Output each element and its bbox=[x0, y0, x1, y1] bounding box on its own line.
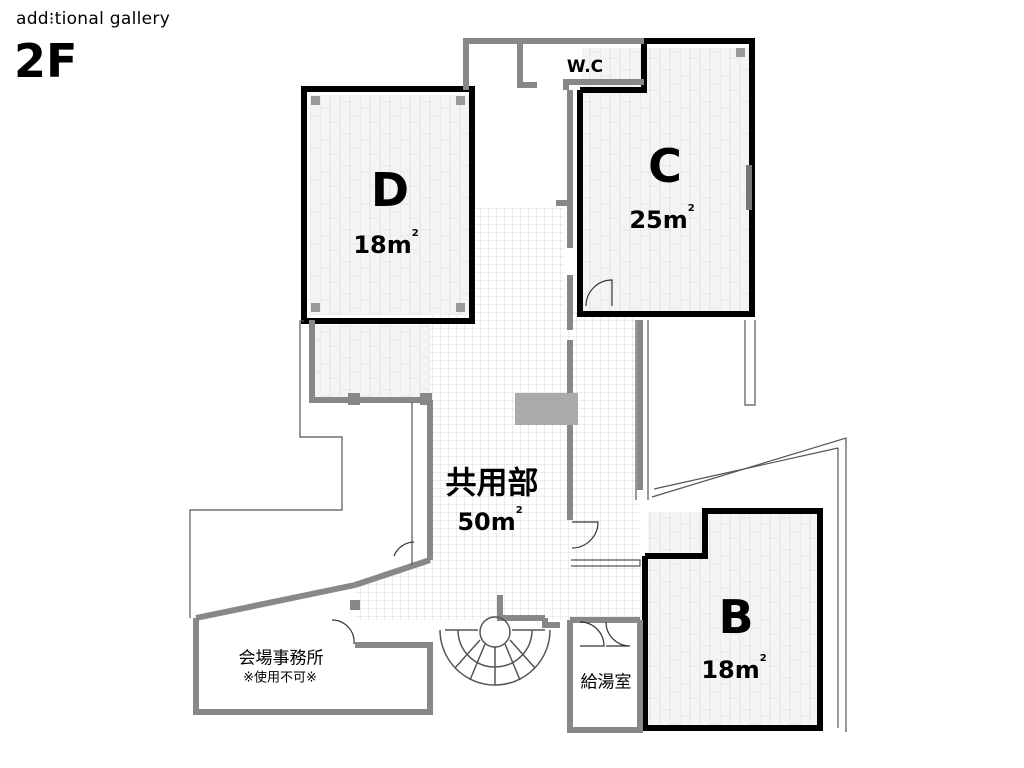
pillar bbox=[736, 48, 745, 57]
office-note: ※使用不可※ bbox=[243, 670, 317, 686]
area-unit-sup: 2 bbox=[411, 228, 419, 239]
room-d-floor bbox=[310, 95, 470, 315]
room-b-floor bbox=[648, 512, 818, 726]
room-b-walls bbox=[642, 508, 823, 731]
lobby-floor bbox=[312, 325, 430, 400]
brand-name: add⁝tional gallery bbox=[16, 9, 171, 29]
common-area-label: 共用部 bbox=[445, 465, 539, 502]
room-d-area: 18m2 bbox=[353, 228, 419, 259]
room-c-walls bbox=[577, 38, 755, 317]
room-b-area: 18m2 bbox=[701, 653, 767, 684]
area-unit-sup: 2 bbox=[687, 203, 695, 214]
wc-label: W.C bbox=[566, 57, 604, 77]
floor-title: 2F bbox=[14, 34, 78, 88]
area-unit-sup: 2 bbox=[759, 653, 767, 664]
pillar bbox=[746, 165, 752, 210]
outer-outline bbox=[189, 320, 847, 732]
room-d-walls bbox=[301, 86, 475, 324]
kitchenette-label: 給湯室 bbox=[580, 672, 632, 693]
office-label: 会場事務所 bbox=[238, 648, 324, 669]
area-value: 18m bbox=[701, 656, 760, 684]
pillar bbox=[456, 96, 465, 105]
spiral-staircase bbox=[439, 616, 551, 686]
walls bbox=[193, 38, 644, 733]
pillar bbox=[456, 303, 465, 312]
column bbox=[515, 393, 578, 425]
area-value: 50m bbox=[457, 508, 516, 536]
area-unit-sup: 2 bbox=[515, 505, 523, 516]
room-c-area: 25m2 bbox=[629, 203, 695, 234]
pillar bbox=[311, 303, 320, 312]
pillar bbox=[311, 96, 320, 105]
common-area-size: 50m2 bbox=[457, 505, 523, 536]
pillar bbox=[348, 393, 360, 405]
room-c-label: C bbox=[648, 139, 682, 193]
area-value: 25m bbox=[629, 206, 688, 234]
pillar bbox=[420, 393, 432, 405]
room-b-label: B bbox=[718, 590, 754, 644]
pillar bbox=[350, 600, 360, 610]
room-d-label: D bbox=[370, 163, 410, 217]
doors bbox=[331, 279, 631, 647]
area-value: 18m bbox=[353, 231, 412, 259]
